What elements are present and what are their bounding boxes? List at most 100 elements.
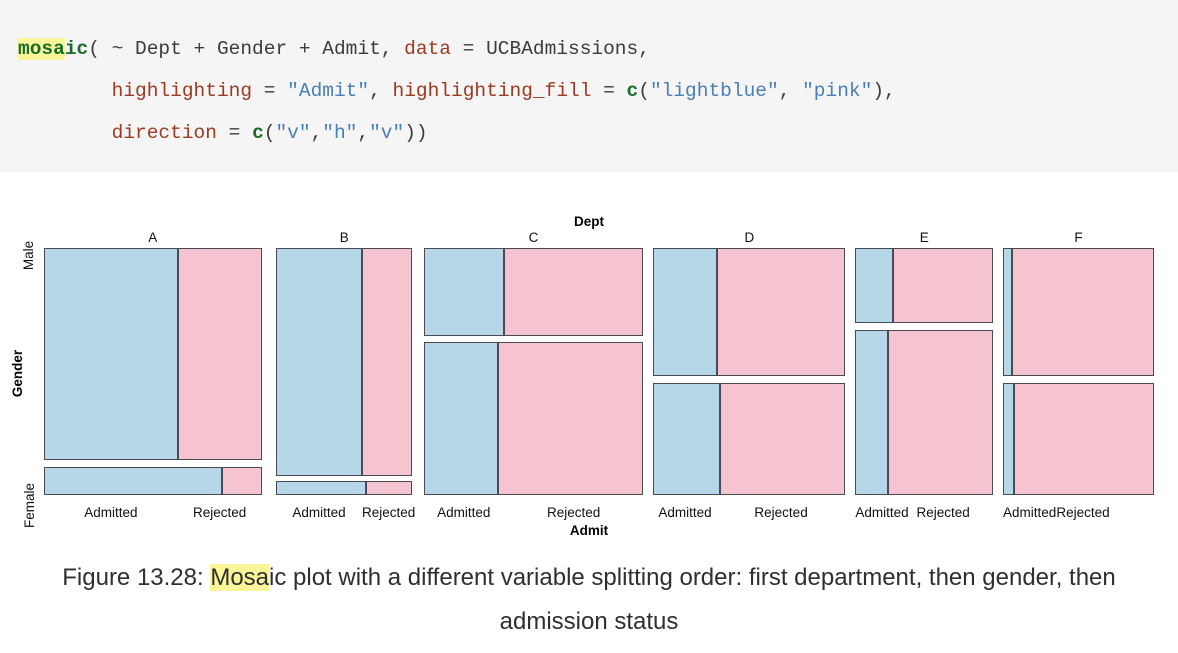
admit-tick-B-rejected: Rejected — [362, 505, 416, 520]
tile-rejected — [893, 248, 994, 324]
code-token: )) — [404, 122, 428, 144]
admit-axis-title: Admit — [569, 523, 609, 538]
admit-tick-A-admitted: Admitted — [84, 505, 138, 520]
gender-row-female — [1003, 382, 1154, 495]
mosaic-tiles — [44, 248, 1154, 495]
tile-rejected — [1013, 382, 1154, 495]
admit-tick-C-rejected: Rejected — [546, 505, 601, 520]
admit-tick-B-admitted: Admitted — [292, 505, 346, 520]
tile-admitted — [653, 382, 720, 495]
code-token: = — [216, 122, 253, 144]
dept-column-F — [1003, 248, 1154, 495]
gender-row-female — [44, 466, 262, 495]
code-token: "pink" — [802, 80, 873, 102]
admit-tick-E-rejected: Rejected — [916, 505, 970, 520]
gender-tick-female: Female — [18, 467, 40, 528]
code-token: "v" — [275, 122, 311, 144]
code-line-1: mosaic( ~ Dept + Gender + Admit, data = … — [18, 28, 1178, 70]
code-token: ), — [872, 80, 896, 102]
search-highlight: Mosa — [210, 564, 270, 591]
admit-tick-D-admitted: Admitted — [658, 505, 712, 520]
dept-axis-title: Dept — [574, 214, 604, 229]
code-block: mosaic( ~ Dept + Gender + Admit, data = … — [0, 0, 1178, 172]
figure-caption: Figure 13.28: Mosaic plot with a differe… — [0, 556, 1178, 644]
code-token — [18, 80, 112, 102]
gender-row-male — [44, 248, 262, 461]
code-token: c — [626, 80, 639, 102]
tile-admitted — [275, 248, 362, 477]
code-token: "v" — [369, 122, 405, 144]
tile-rejected — [222, 466, 262, 495]
code-token: "Admit" — [287, 80, 370, 102]
code-token: , — [310, 122, 323, 144]
gender-row-female — [423, 341, 644, 495]
gender-row-male — [855, 248, 994, 324]
tile-admitted — [423, 248, 504, 336]
tile-rejected — [1012, 248, 1154, 377]
gender-row-female — [653, 382, 846, 495]
dept-tick-E: E — [919, 230, 929, 245]
code-token: , — [778, 80, 803, 102]
gender-row-male — [423, 248, 644, 336]
gender-row-male — [1003, 248, 1154, 377]
code-token: = — [591, 80, 627, 102]
code-token: = UCBAdmissions, — [450, 38, 650, 60]
admit-tick-F-rejected: Rejected — [1056, 505, 1110, 520]
code-token: "lightblue" — [649, 80, 779, 102]
dept-tick-D: D — [744, 230, 755, 245]
gender-row-female — [855, 329, 994, 495]
tile-admitted — [1003, 248, 1013, 377]
tile-admitted — [423, 341, 499, 495]
tile-rejected — [177, 248, 262, 461]
code-token: direction — [111, 122, 217, 144]
gender-row-male — [653, 248, 846, 377]
admit-tick-E-admitted: Admitted — [855, 505, 909, 520]
tile-rejected — [366, 481, 413, 495]
tile-admitted — [44, 248, 178, 461]
code-line-3: direction = c("v","h","v")) — [18, 112, 1178, 154]
gender-tick-label: Male — [21, 240, 37, 271]
dept-column-B — [275, 248, 413, 495]
tile-rejected — [716, 248, 846, 377]
dept-tick-A: A — [148, 230, 158, 245]
tile-rejected — [498, 341, 644, 495]
gender-tick-label: Female — [21, 482, 37, 528]
tile-rejected — [503, 248, 644, 336]
code-token: highlighting_fill — [392, 80, 592, 102]
dept-column-D — [653, 248, 846, 495]
gender-tick-male: Male — [18, 241, 40, 460]
admit-tick-D-rejected: Rejected — [754, 505, 808, 520]
tile-admitted — [653, 248, 717, 377]
caption-rest: ic plot with a different variable splitt… — [269, 564, 1116, 635]
code-token: mosaic — [18, 38, 89, 60]
code-token: , — [369, 80, 393, 102]
dept-column-A — [44, 248, 262, 495]
dept-tick-F: F — [1074, 230, 1083, 245]
dept-tick-C: C — [528, 230, 539, 245]
dept-column-E — [855, 248, 994, 495]
code-token — [18, 122, 112, 144]
dept-tick-B: B — [339, 230, 349, 245]
tile-rejected — [888, 329, 994, 495]
search-highlight: mosa — [18, 38, 65, 60]
code-token: data — [404, 38, 451, 60]
code-token: ( — [263, 122, 276, 144]
code-token: , — [357, 122, 370, 144]
tile-admitted — [44, 466, 223, 495]
code-token: highlighting — [111, 80, 253, 102]
code-token: ( — [638, 80, 650, 102]
admit-tick-A-rejected: Rejected — [193, 505, 247, 520]
code-token: "h" — [322, 122, 358, 144]
admit-tick-F-admitted: Admitted — [1003, 505, 1057, 520]
tile-admitted — [855, 248, 894, 324]
tile-admitted — [855, 329, 889, 495]
code-token: = — [252, 80, 288, 102]
code-line-2: highlighting = "Admit", highlighting_fil… — [18, 70, 1178, 112]
gender-row-male — [275, 248, 413, 477]
code-token: ( ~ Dept + Gender + Admit, — [88, 38, 405, 60]
tile-admitted — [275, 481, 367, 495]
dept-column-C — [423, 248, 644, 495]
code-token: c — [252, 122, 264, 144]
tile-rejected — [361, 248, 413, 477]
